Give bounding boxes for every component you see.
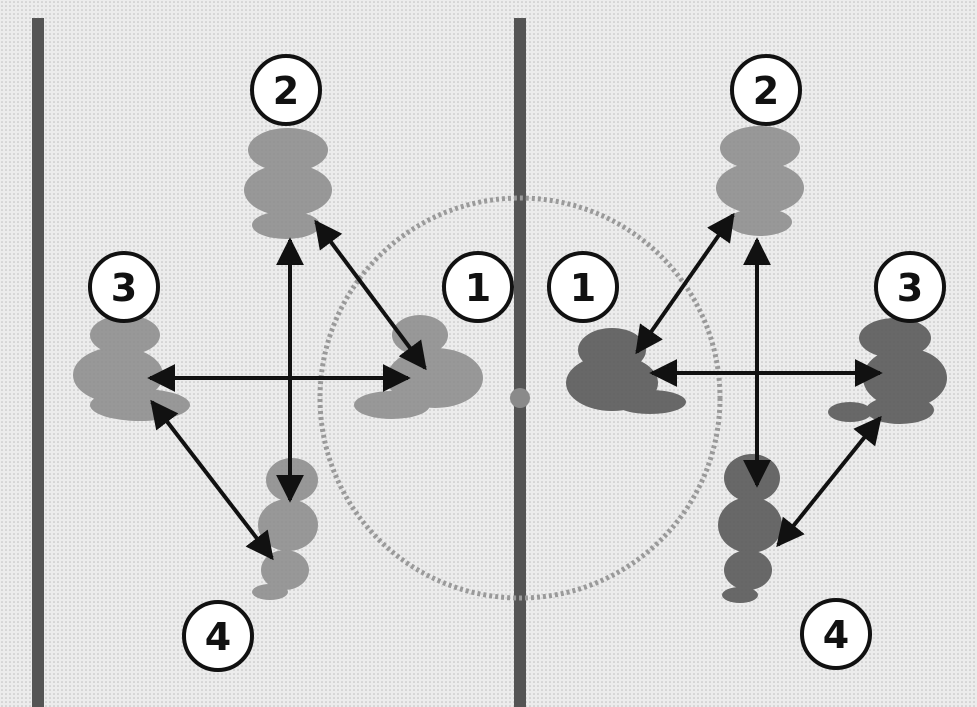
svg-text:2: 2 (273, 69, 299, 113)
svg-text:4: 4 (205, 615, 231, 659)
right-player-3-badge: 3 (876, 253, 944, 321)
left-player-4-badge: 4 (184, 602, 252, 670)
svg-text:2: 2 (753, 69, 779, 113)
left-player-1-badge: 1 (444, 253, 512, 321)
svg-text:3: 3 (897, 266, 923, 310)
faceoff-dot (510, 388, 530, 408)
svg-text:1: 1 (465, 266, 491, 310)
right-player-2-badge: 2 (732, 56, 800, 124)
svg-text:3: 3 (111, 266, 137, 310)
right-player-4-badge: 4 (802, 600, 870, 668)
left-player-2-badge: 2 (252, 56, 320, 124)
svg-text:1: 1 (570, 266, 596, 310)
center-rink-line (514, 18, 526, 707)
left-player-3-badge: 3 (90, 253, 158, 321)
left-rink-line (32, 18, 44, 707)
svg-text:4: 4 (823, 613, 849, 657)
left-player-2-figure (244, 128, 332, 239)
right-player-1-badge: 1 (549, 253, 617, 321)
